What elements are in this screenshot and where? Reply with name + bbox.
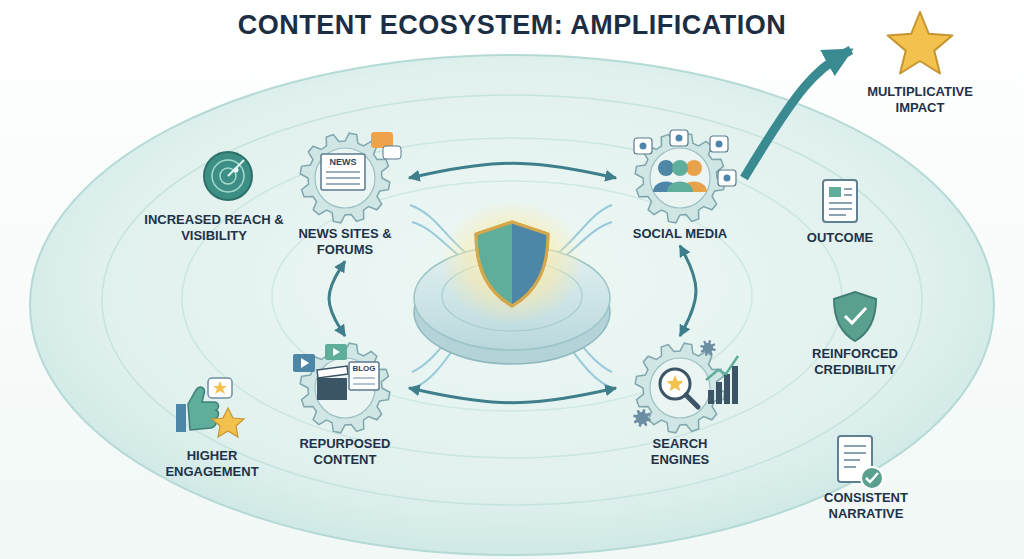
news-icon	[300, 132, 401, 223]
impact-arrow	[744, 50, 851, 178]
icon-text: NEWS	[323, 157, 363, 168]
flow-arrow	[329, 261, 345, 336]
node-label: SEARCH ENGINES	[620, 436, 740, 467]
social-icon	[634, 130, 736, 223]
diagram-title: CONTENT ECOSYSTEM: AMPLIFICATION	[0, 10, 1024, 41]
impact-star: MULTIPLICATIVE IMPACT	[855, 6, 985, 115]
flow-arrow	[409, 388, 616, 403]
gear-shape	[285, 340, 405, 436]
platform-disk	[30, 55, 994, 555]
outcome-label: OUTCOME	[780, 230, 900, 246]
gear-shape	[285, 130, 405, 226]
node-label: REPURPOSED CONTENT	[285, 436, 405, 467]
node-label: MULTIPLICATIVE IMPACT	[855, 84, 985, 115]
energy-streams	[410, 205, 612, 388]
credibility-shield-icon	[834, 292, 876, 341]
icon-text: BLOG	[349, 364, 379, 374]
star-shape	[855, 6, 985, 84]
outcome-label: CONSISTENT NARRATIVE	[806, 490, 926, 521]
shield-emblem	[440, 200, 584, 324]
gear-shape	[620, 340, 740, 436]
outcome-label: INCREASED REACH & VISIBILITY	[139, 212, 289, 243]
flow-arrow	[680, 246, 696, 336]
gear-node: REPURPOSED CONTENT	[285, 340, 405, 467]
node-label: SOCIAL MEDIA	[620, 226, 740, 242]
narrative-document-icon	[838, 436, 883, 489]
radar-icon	[204, 152, 252, 200]
flow-arrow	[409, 163, 616, 178]
gear-node: SOCIAL MEDIA	[620, 130, 740, 242]
outcome-label: HIGHER ENGAGEMENT	[142, 448, 282, 479]
engagement-icon	[176, 378, 244, 437]
star-icon	[888, 12, 953, 74]
search-icon	[633, 340, 738, 433]
gear-shape	[620, 130, 740, 226]
node-label: NEWS SITES & FORUMS	[285, 226, 405, 257]
gear-node: SEARCH ENGINES	[620, 340, 740, 467]
outcome-document-icon	[823, 180, 857, 222]
repurpose-icon	[293, 343, 390, 433]
outcome-label: REINFORCED CREDIBILITY	[790, 346, 920, 377]
gear-node: NEWS SITES & FORUMS	[285, 130, 405, 257]
